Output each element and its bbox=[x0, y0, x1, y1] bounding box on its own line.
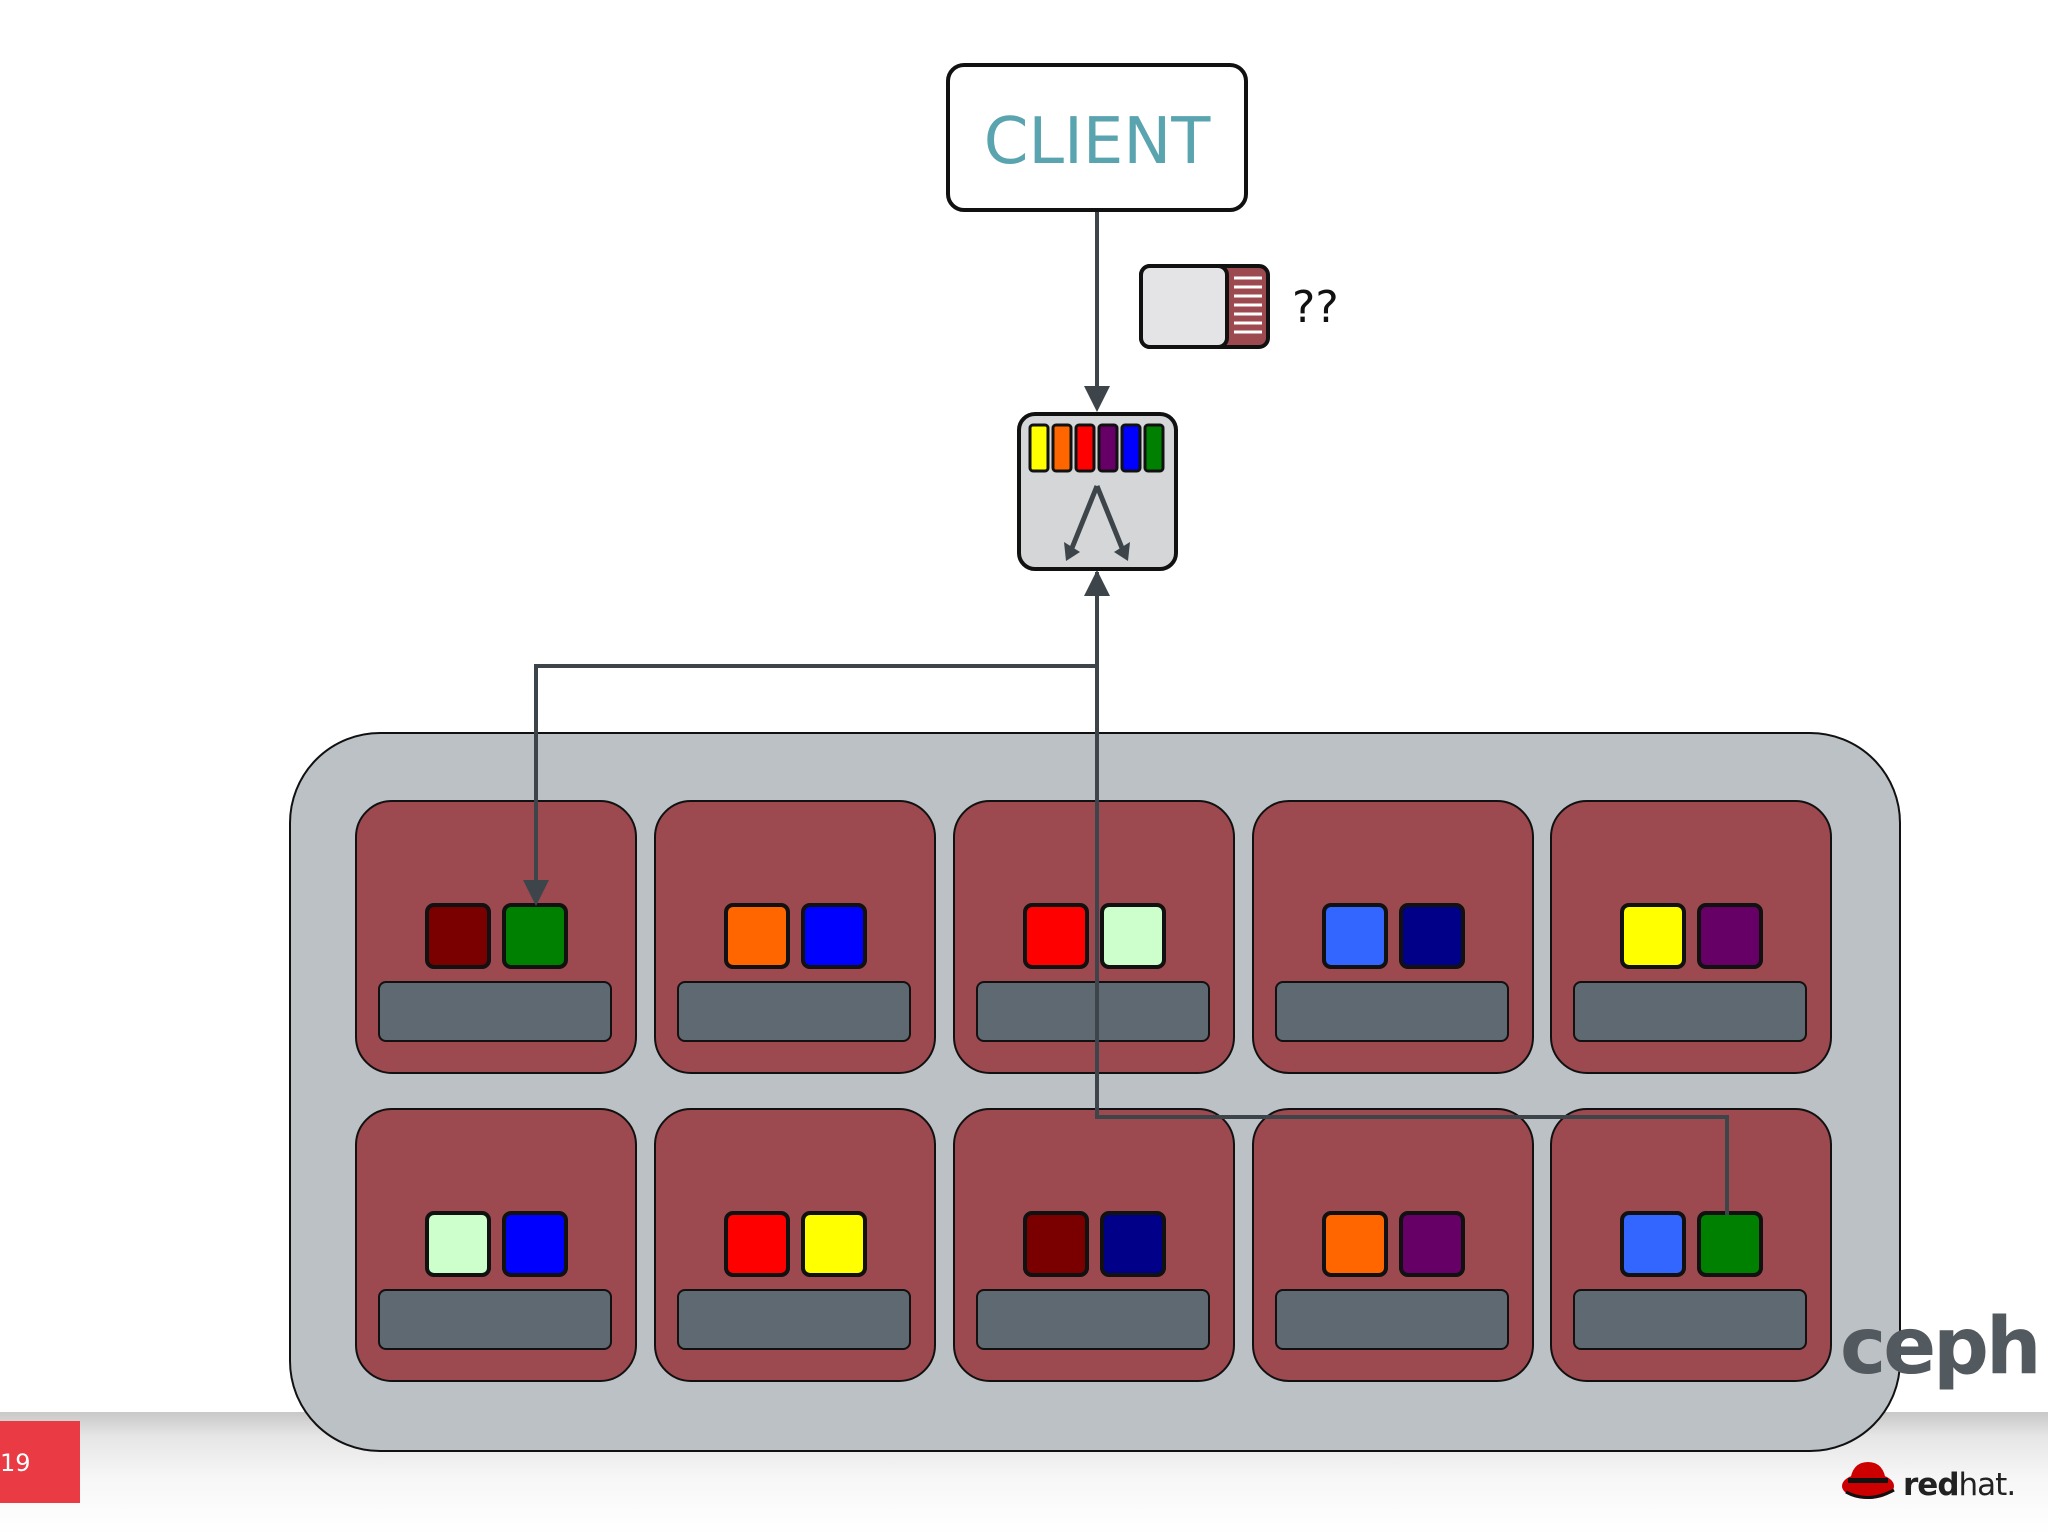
placement-group-block bbox=[801, 903, 867, 969]
redhat-logo-icon bbox=[1842, 1462, 1895, 1499]
placement-group-block bbox=[425, 1211, 491, 1277]
placement-group-swatch bbox=[1097, 423, 1119, 473]
osd-disk bbox=[378, 981, 612, 1042]
client-label: CLIENT bbox=[984, 105, 1212, 179]
redhat-wordmark-bold: red bbox=[1903, 1467, 1960, 1503]
placement-group-block bbox=[425, 903, 491, 969]
arrowhead-down-client bbox=[1084, 386, 1110, 412]
crush-icon bbox=[1017, 412, 1178, 571]
placement-group-swatch bbox=[1143, 423, 1165, 473]
placement-group-block bbox=[1697, 1211, 1763, 1277]
placement-group-block bbox=[1620, 1211, 1686, 1277]
storage-node bbox=[1550, 800, 1832, 1074]
placement-group-block bbox=[1322, 903, 1388, 969]
placement-group-block bbox=[1322, 1211, 1388, 1277]
replica-osd-to-crush-arrow bbox=[1095, 590, 1729, 1215]
placement-group-swatch bbox=[1028, 423, 1050, 473]
osd-disk bbox=[1275, 981, 1509, 1042]
storage-node bbox=[355, 1108, 637, 1382]
osd-disk bbox=[1573, 1289, 1807, 1350]
placement-group-block bbox=[724, 903, 790, 969]
client-box bbox=[946, 63, 1248, 212]
placement-group-block bbox=[502, 903, 568, 969]
placement-group-block bbox=[1620, 903, 1686, 969]
redhat-wordmark: redhat. bbox=[1903, 1467, 2017, 1503]
placement-group-block bbox=[1100, 903, 1166, 969]
storage-nodes bbox=[355, 800, 1832, 1382]
osd-disk bbox=[976, 981, 1210, 1042]
placement-group-block bbox=[801, 1211, 867, 1277]
osd-disk bbox=[1573, 981, 1807, 1042]
storage-node bbox=[1252, 1108, 1534, 1382]
placement-group-block bbox=[1100, 1211, 1166, 1277]
arrowhead-up-crush bbox=[1084, 570, 1110, 596]
storage-node bbox=[355, 800, 637, 1074]
placement-group-block bbox=[1399, 903, 1465, 969]
redhat-wordmark-light: hat. bbox=[1958, 1467, 2017, 1503]
page-number: 19 bbox=[0, 1449, 31, 1477]
storage-node bbox=[1252, 800, 1534, 1074]
storage-node bbox=[953, 800, 1235, 1074]
osd-disk bbox=[378, 1289, 612, 1350]
object-unknown-label: ?? bbox=[1292, 282, 1339, 333]
osd-disk bbox=[677, 1289, 911, 1350]
ceph-logo: ceph bbox=[1840, 1302, 2042, 1392]
placement-group-block bbox=[1399, 1211, 1465, 1277]
osd-disk bbox=[1275, 1289, 1509, 1350]
storage-node bbox=[654, 800, 936, 1074]
object-icon bbox=[1139, 264, 1270, 349]
placement-group-swatch bbox=[1120, 423, 1142, 473]
storage-node bbox=[1550, 1108, 1832, 1382]
storage-node bbox=[654, 1108, 936, 1382]
placement-group-block bbox=[724, 1211, 790, 1277]
placement-group-swatch bbox=[1074, 423, 1096, 473]
placement-group-strip bbox=[1028, 423, 1165, 473]
storage-node bbox=[953, 1108, 1235, 1382]
arrowhead-down-osd bbox=[523, 880, 549, 906]
page-number-badge bbox=[0, 1421, 80, 1503]
placement-group-block bbox=[502, 1211, 568, 1277]
data-paths bbox=[534, 210, 1729, 1215]
placement-group-block bbox=[1697, 903, 1763, 969]
osd-disk bbox=[677, 981, 911, 1042]
placement-group-block bbox=[1023, 903, 1089, 969]
placement-group-block bbox=[1023, 1211, 1089, 1277]
placement-group-swatch bbox=[1051, 423, 1073, 473]
osd-disk bbox=[976, 1289, 1210, 1350]
